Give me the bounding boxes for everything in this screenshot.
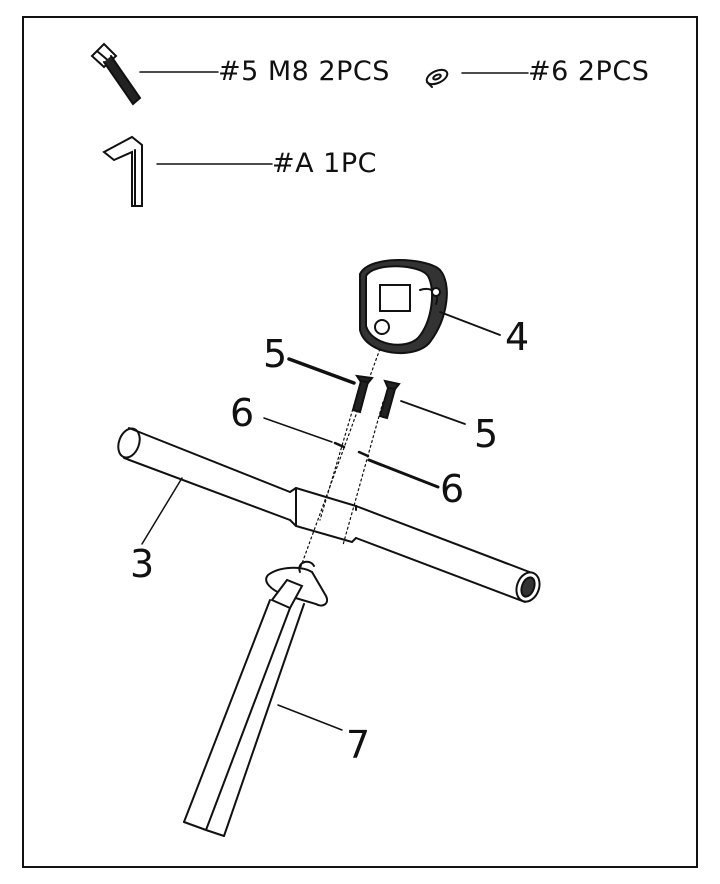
console-part xyxy=(359,259,448,355)
hexkey-parts-label: #A 1PC xyxy=(272,148,377,179)
bolt-right-leader xyxy=(400,400,466,425)
callout-bolt-right: 5 xyxy=(474,412,499,456)
bolt-left-leader xyxy=(287,357,356,385)
callout-washer-left: 6 xyxy=(230,391,255,435)
callout-washer-right: 6 xyxy=(440,467,465,511)
hex-key-icon xyxy=(102,135,143,207)
callout-bolt-left: 5 xyxy=(263,332,288,376)
assembly-guides xyxy=(295,334,386,581)
handlebar-leader xyxy=(141,477,183,545)
washer-right-leader xyxy=(367,458,440,489)
callout-handlebar: 3 xyxy=(130,542,155,586)
bolts-part xyxy=(351,374,401,420)
washer-parts-label: #6 2PCS xyxy=(528,56,650,87)
bolt-parts-label: #5 M8 2PCS xyxy=(218,56,390,87)
callout-post: 7 xyxy=(346,723,371,767)
post-leader xyxy=(277,704,343,731)
washers-part xyxy=(333,441,370,458)
handlebar-part xyxy=(117,427,541,603)
bolt-icon xyxy=(90,42,142,106)
callout-console: 4 xyxy=(505,315,530,359)
console-leader xyxy=(439,311,501,336)
washer-left-leader xyxy=(263,417,333,443)
post-part xyxy=(183,560,328,837)
washer-icon xyxy=(425,68,449,88)
diagram-frame xyxy=(22,16,698,868)
